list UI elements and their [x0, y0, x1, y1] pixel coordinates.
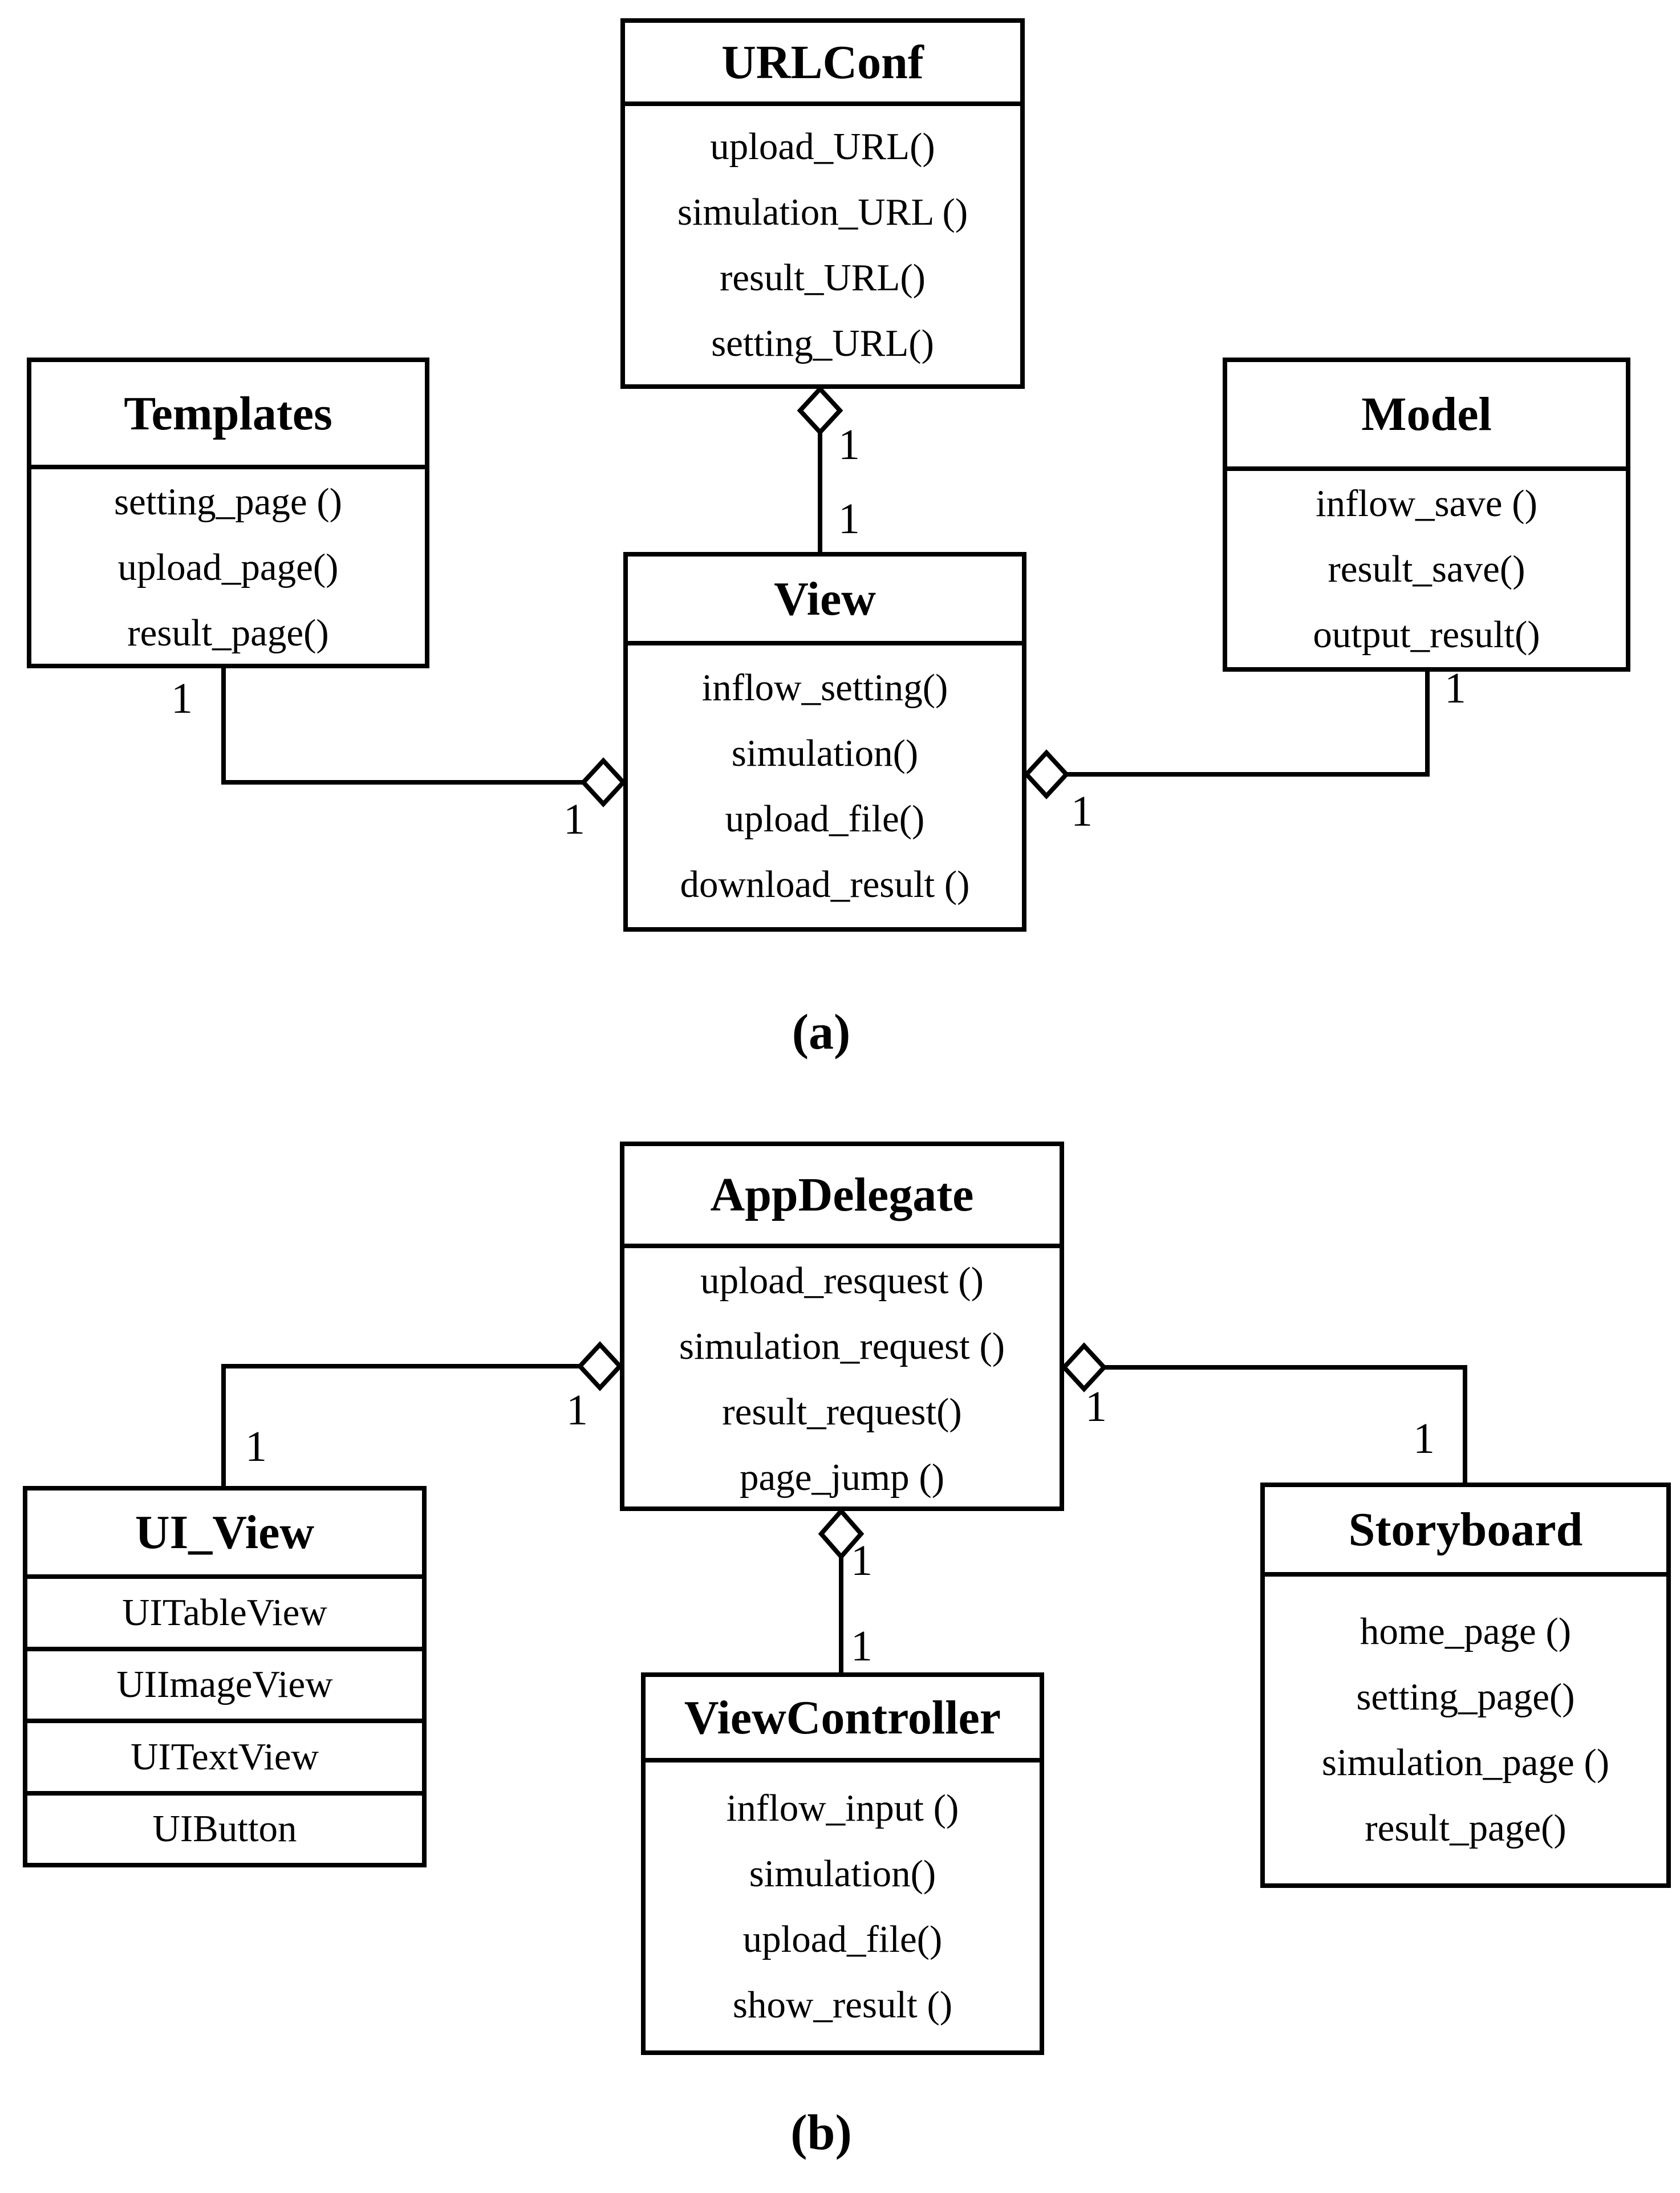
class-title: Storyboard: [1265, 1487, 1666, 1577]
aggregation-diamond-icon: [1023, 749, 1070, 799]
method-label: upload_file(): [742, 1918, 943, 1960]
method-label: inflow_setting(): [701, 667, 948, 709]
method-label: simulation_page (): [1321, 1741, 1610, 1784]
multiplicity-label: 1: [851, 1537, 873, 1585]
class-box-urlconf: URLConf upload_URL() simulation_URL () r…: [620, 18, 1025, 389]
class-methods: inflow_setting() simulation() upload_fil…: [628, 645, 1022, 927]
association-line-appdelegate-uiview: [221, 1364, 582, 1488]
method-label: result_page(): [1365, 1807, 1567, 1849]
aggregation-diamond-icon: [1061, 1342, 1107, 1392]
method-label: simulation(): [731, 732, 919, 774]
method-label: upload_file(): [725, 798, 925, 840]
method-label: inflow_save (): [1316, 482, 1537, 525]
method-label: output_result(): [1313, 614, 1540, 656]
class-title: ViewController: [646, 1677, 1040, 1762]
method-label: inflow_input (): [726, 1786, 959, 1829]
method-label: setting_URL(): [711, 322, 934, 364]
class-box-uiview: UI_View UITableView UIImageView UITextVi…: [23, 1486, 427, 1867]
method-label: simulation_request (): [679, 1325, 1005, 1367]
multiplicity-label: 1: [851, 1622, 873, 1670]
multiplicity-label: 1: [838, 421, 860, 469]
class-methods: inflow_save () result_save() output_resu…: [1227, 471, 1626, 668]
method-label: upload_page(): [117, 546, 339, 588]
multiplicity-label: 1: [838, 495, 860, 543]
multiplicity-label: 1: [1444, 664, 1466, 712]
method-label: setting_page (): [113, 481, 342, 523]
method-label: result_request(): [722, 1391, 962, 1433]
compartment-label: UITableView: [122, 1591, 327, 1634]
method-label: upload_resquest (): [700, 1260, 984, 1302]
class-box-templates: Templates setting_page () upload_page() …: [27, 358, 429, 668]
class-title: UI_View: [27, 1491, 422, 1579]
aggregation-diamond-icon: [580, 757, 627, 807]
method-label: simulation(): [749, 1852, 936, 1895]
class-title: URLConf: [625, 23, 1020, 106]
compartment-label: UIImageView: [27, 1646, 422, 1719]
class-title: View: [628, 557, 1022, 645]
caption-b: (b): [790, 2105, 852, 2160]
caption-a: (a): [792, 1005, 851, 1060]
class-box-view: View inflow_setting() simulation() uploa…: [623, 552, 1026, 932]
class-title: Templates: [31, 362, 425, 469]
method-label: download_result (): [680, 863, 970, 905]
multiplicity-label: 1: [1071, 787, 1093, 835]
method-label: page_jump (): [739, 1456, 945, 1498]
compartment-label: UIButton: [27, 1790, 422, 1863]
class-methods: upload_resquest () simulation_request ()…: [624, 1248, 1060, 1510]
method-label: result_page(): [127, 612, 329, 654]
aggregation-diamond-icon: [797, 385, 843, 436]
multiplicity-label: 1: [566, 1386, 588, 1434]
class-methods: home_page () setting_page() simulation_p…: [1265, 1577, 1666, 1883]
method-label: simulation_URL (): [677, 191, 968, 233]
class-methods: setting_page () upload_page() result_pag…: [31, 469, 425, 666]
class-box-model: Model inflow_save () result_save() outpu…: [1223, 358, 1630, 672]
association-line-appdelegate-storyboard: [1103, 1365, 1467, 1485]
association-line-model-view: [1065, 669, 1430, 777]
multiplicity-label: 1: [171, 675, 193, 722]
multiplicity-label: 1: [1085, 1383, 1107, 1431]
class-methods: inflow_input () simulation() upload_file…: [646, 1762, 1040, 2050]
method-label: result_URL(): [720, 257, 926, 299]
multiplicity-label: 1: [245, 1423, 267, 1471]
method-label: show_result (): [732, 1983, 953, 2026]
multiplicity-label: 1: [563, 795, 585, 843]
method-label: home_page (): [1360, 1610, 1572, 1652]
class-title: AppDelegate: [624, 1146, 1060, 1248]
class-title: Model: [1227, 362, 1626, 471]
aggregation-diamond-icon: [818, 1507, 865, 1561]
multiplicity-label: 1: [1413, 1415, 1435, 1463]
method-label: setting_page(): [1356, 1676, 1575, 1718]
association-line-templates-view: [221, 666, 585, 785]
class-box-storyboard: Storyboard home_page () setting_page() s…: [1260, 1483, 1671, 1888]
class-box-viewcontroller: ViewController inflow_input () simulatio…: [641, 1672, 1044, 2055]
class-box-appdelegate: AppDelegate upload_resquest () simulatio…: [620, 1142, 1064, 1511]
class-methods: upload_URL() simulation_URL () result_UR…: [625, 106, 1020, 384]
method-label: upload_URL(): [710, 125, 935, 168]
compartment-label: UITextView: [27, 1719, 422, 1791]
aggregation-diamond-icon: [577, 1341, 623, 1391]
method-label: result_save(): [1328, 548, 1525, 590]
